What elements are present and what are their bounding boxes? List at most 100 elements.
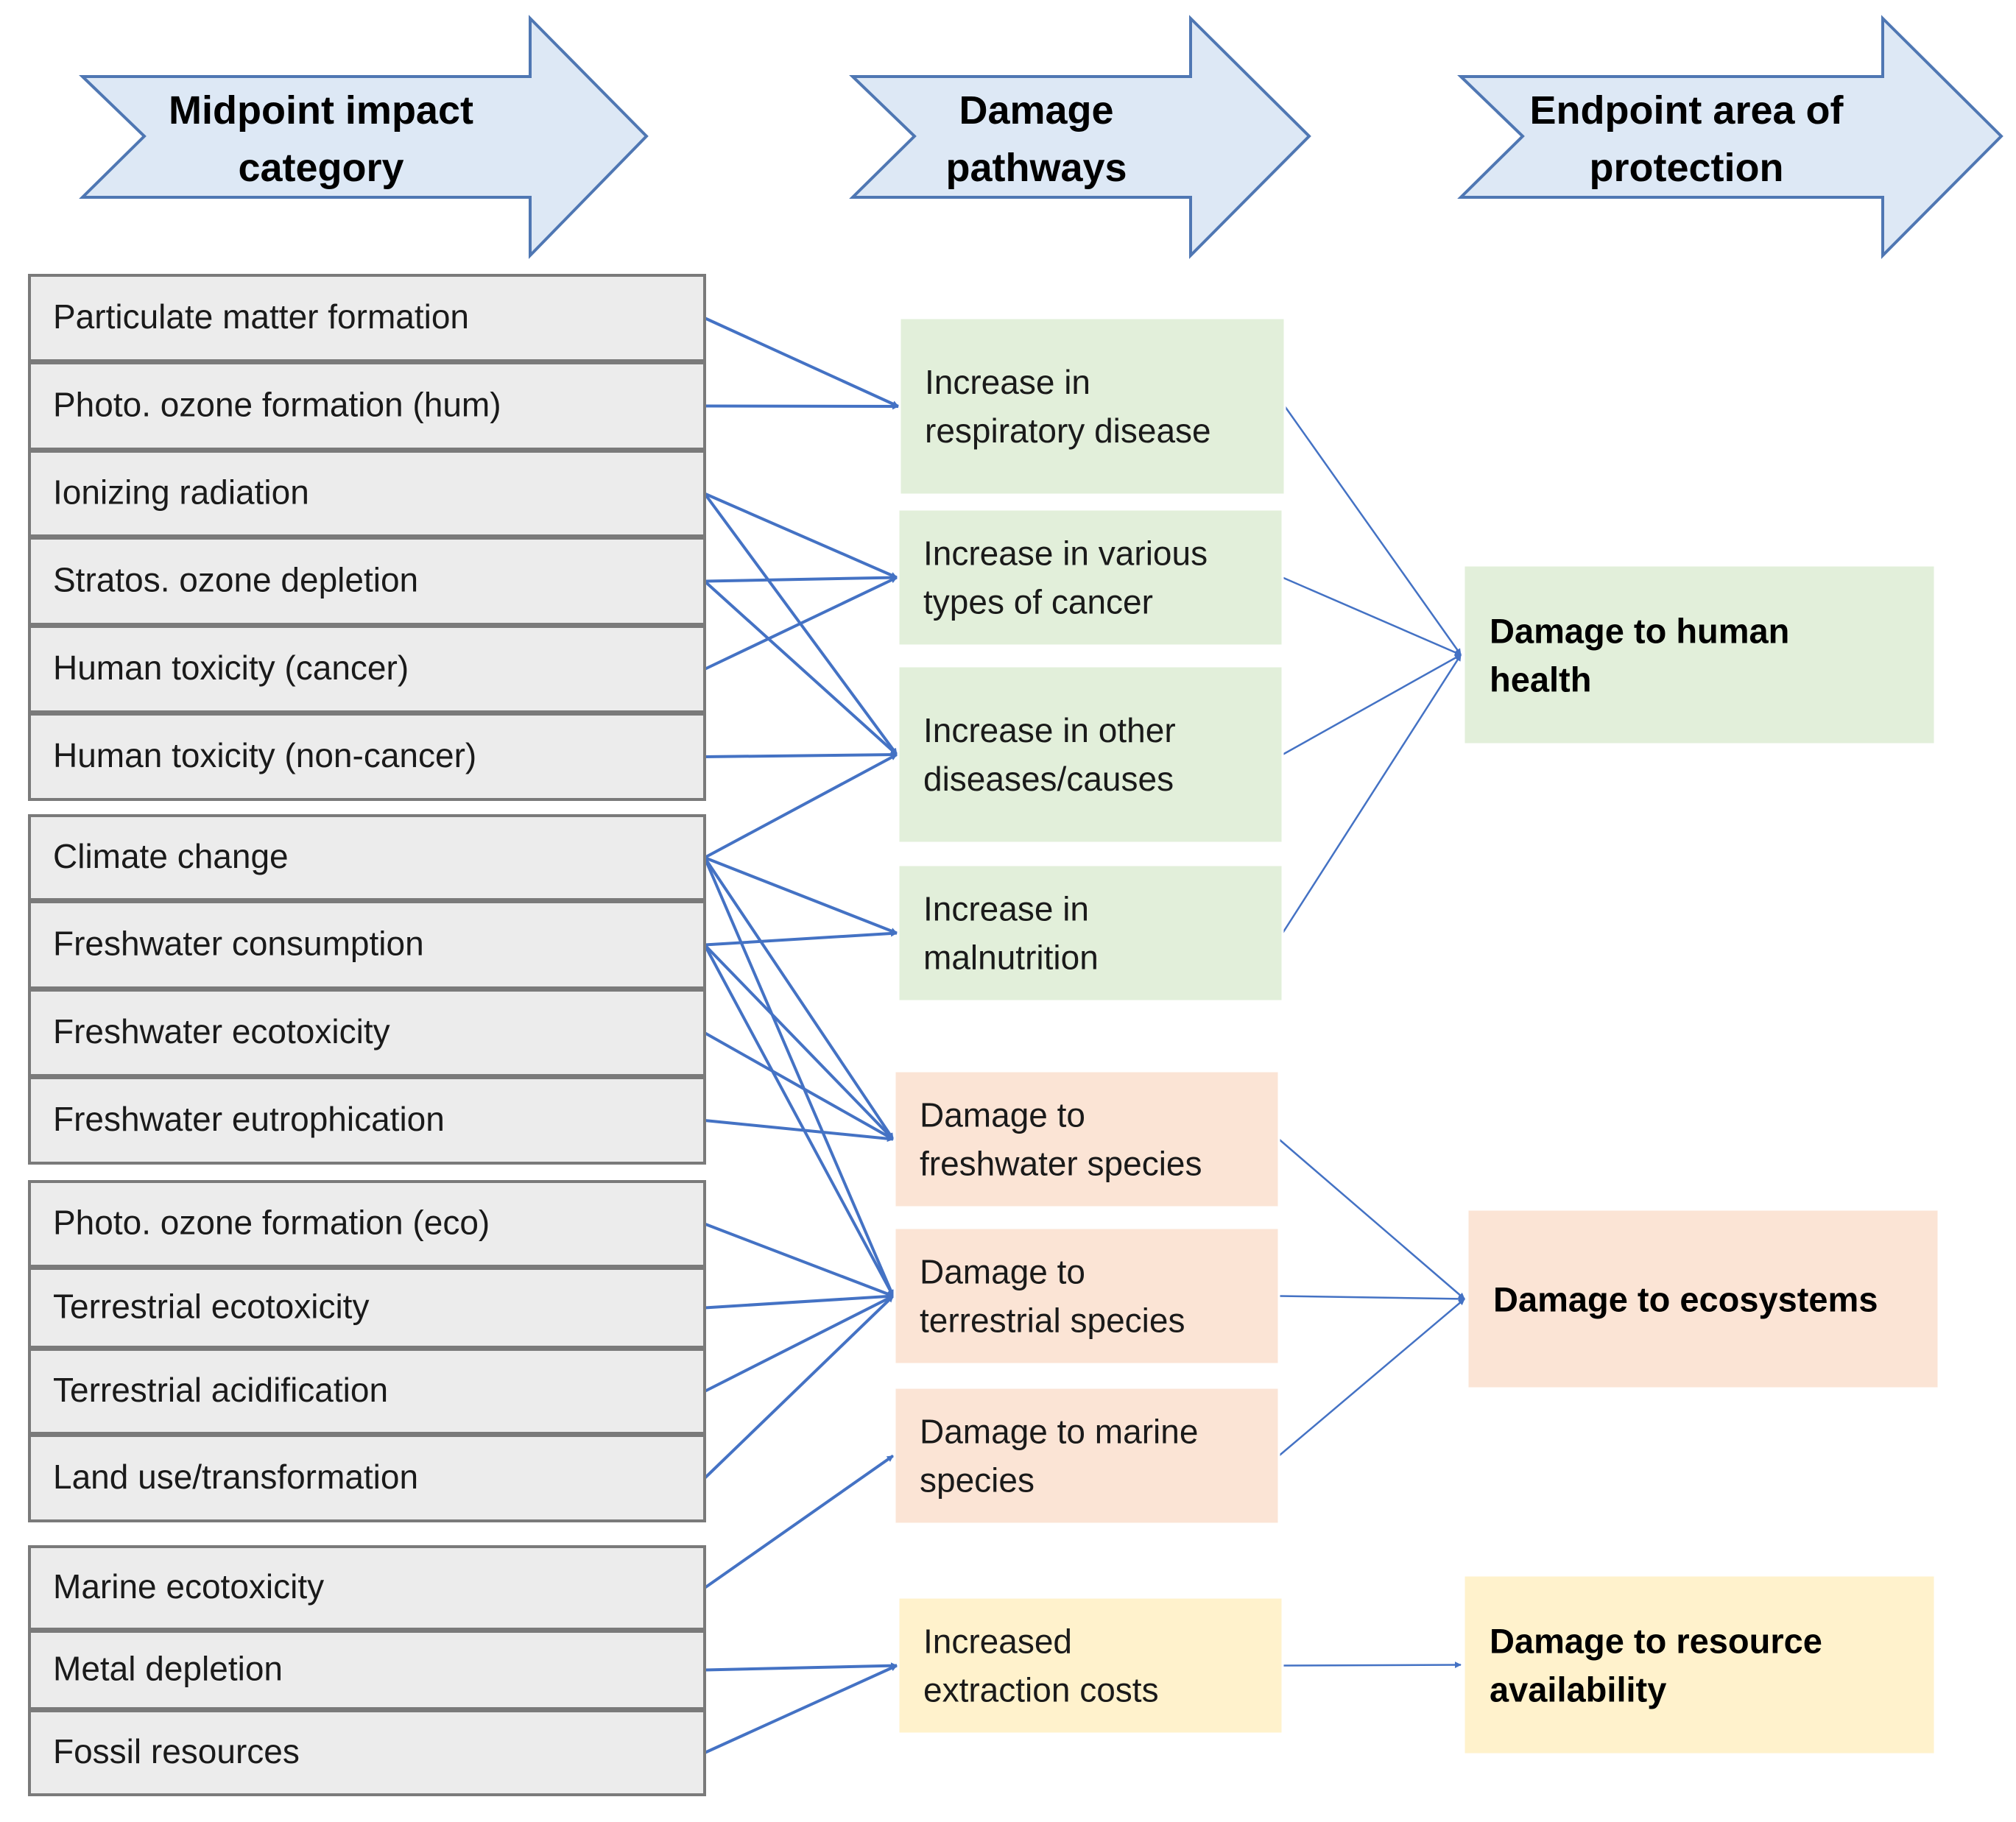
midpoint-box	[28, 1180, 706, 1268]
pathway-label: species	[920, 1461, 1035, 1500]
midpoint-label: Particulate matter formation	[53, 297, 469, 336]
link-photo-ozone-formation-eco-to-terrestrial	[704, 1222, 894, 1298]
pathway-label: Increased	[923, 1623, 1072, 1661]
link-human-toxicity-cancer-to-cancer	[704, 576, 898, 671]
header-label: pathways	[945, 146, 1127, 190]
midpoint-particulate-matter-formation: Particulate matter formation	[28, 274, 706, 362]
midpoint-box	[28, 1076, 706, 1165]
midpoint-box	[28, 1348, 706, 1435]
link-climate-change-to-terrestrial	[703, 857, 895, 1297]
link-cancer-to-human-health	[1282, 576, 1462, 656]
pathway-label: extraction costs	[923, 1671, 1159, 1709]
midpoint-marine-ecotoxicity: Marine ecotoxicity	[28, 1545, 706, 1631]
link-freshwater-consumption-to-malnutrition	[704, 930, 898, 947]
pathway-box	[898, 317, 1286, 496]
link-marine-ecotoxicity-to-marine	[703, 1454, 895, 1589]
pathway-label: Damage to	[920, 1253, 1085, 1291]
midpoint-freshwater-ecotoxicity: Freshwater ecotoxicity	[28, 989, 706, 1077]
pathway-extraction: Increased extraction costs	[897, 1596, 1284, 1735]
midpoint-box	[28, 1545, 706, 1631]
header-label: Endpoint area of	[1529, 88, 1844, 133]
link-freshwater-consumption-to-freshwater	[703, 944, 895, 1140]
link-human-toxicity-non-cancer-to-other	[704, 751, 898, 758]
pathway-malnutrition: Increase in malnutrition	[897, 864, 1284, 1003]
pathway-label: Damage to marine	[920, 1413, 1198, 1451]
pathway-box	[893, 1070, 1280, 1209]
midpoint-group-4: Marine ecotoxicity Metal depletionFossil…	[28, 1545, 706, 1796]
header-label: protection	[1590, 146, 1784, 190]
link-freshwater-ecotoxicity-to-freshwater	[704, 1031, 894, 1141]
midpoint-human-toxicity-cancer: Human toxicity (cancer)	[28, 625, 706, 713]
pathway-label: Increase in various	[923, 534, 1208, 573]
midpoint-label: Photo. ozone formation (hum)	[53, 386, 501, 424]
endpoint-box	[1462, 1574, 1936, 1756]
pathway-box	[897, 665, 1284, 844]
pathway-label: terrestrial species	[920, 1302, 1185, 1340]
midpoint-stratos-ozone-depletion: Stratos. ozone depletion	[28, 537, 706, 626]
pathway-marine: Damage to marine species	[893, 1386, 1280, 1525]
midpoint-box	[28, 274, 706, 362]
midpoint-label: Human toxicity (cancer)	[53, 649, 409, 687]
pathway-label: malnutrition	[923, 939, 1099, 977]
link-climate-change-to-freshwater	[703, 856, 895, 1140]
midpoint-label: Freshwater consumption	[53, 925, 424, 963]
midpoint-box	[28, 361, 706, 451]
link-terrestrial-to-ecosystems	[1278, 1295, 1465, 1302]
endpoint-label: health	[1490, 660, 1591, 699]
midpoint-label: Land use/transformation	[53, 1458, 418, 1496]
header-label: Damage	[959, 88, 1113, 133]
midpoint-photo-ozone-formation-eco: Photo. ozone formation (eco)	[28, 1180, 706, 1268]
header-label: Midpoint impact	[169, 88, 473, 133]
link-land-use-transformation-to-terrestrial	[703, 1295, 895, 1480]
midpoint-human-toxicity-non-cancer: Human toxicity (non-cancer)	[28, 713, 706, 801]
link-freshwater-consumption-to-terrestrial	[703, 944, 895, 1297]
midpoint-label: Freshwater eutrophication	[53, 1100, 445, 1138]
midpoint-fossil-resources: Fossil resources	[28, 1709, 706, 1796]
midpoint-terrestrial-acidification: Terrestrial acidification	[28, 1348, 706, 1435]
midpoint-label: Human toxicity (non-cancer)	[53, 736, 476, 774]
midpoint-box	[28, 814, 706, 901]
midpoint-box	[28, 1709, 706, 1796]
midpoint-label: Metal depletion	[53, 1650, 283, 1688]
pathway-label: Increase in other	[923, 711, 1176, 749]
link-fossil-resources-to-extraction	[704, 1664, 898, 1754]
header-arrows: Midpoint impact category Damage pathways End…	[79, 15, 2003, 259]
midpoint-label: Ionizing radiation	[53, 473, 309, 512]
midpoint-land-use-transformation: Land use/transformation	[28, 1434, 706, 1522]
link-freshwater-eutrophication-to-freshwater	[704, 1119, 894, 1143]
midpoint-climate-change: Climate change	[28, 814, 706, 901]
link-malnutrition-to-human-health	[1281, 654, 1462, 934]
midpoint-freshwater-consumption: Freshwater consumption	[28, 900, 706, 989]
pathway-label: Increase in	[923, 890, 1089, 928]
pathway-cancer: Increase in various types of cancer	[897, 508, 1284, 647]
midpoint-label: Terrestrial ecotoxicity	[53, 1288, 369, 1326]
midpoint-label: Marine ecotoxicity	[53, 1567, 324, 1606]
midpoint-freshwater-eutrophication: Freshwater eutrophication	[28, 1076, 706, 1165]
midpoint-label: Climate change	[53, 837, 289, 875]
link-other-to-human-health	[1282, 654, 1462, 756]
link-metal-depletion-to-extraction	[704, 1662, 898, 1672]
link-ionizing-radiation-to-cancer	[704, 492, 898, 579]
header-label: category	[238, 146, 403, 190]
pathway-box	[897, 1596, 1284, 1735]
pathway-label: types of cancer	[923, 583, 1153, 621]
midpoint-box	[28, 989, 706, 1077]
endpoint-box	[1466, 1208, 1940, 1390]
header-arrow-shape	[849, 15, 1311, 259]
header-arrow-3: Endpoint area of protection	[1457, 15, 2003, 259]
link-climate-change-to-other	[704, 753, 898, 859]
midpoint-photo-ozone-formation-hum: Photo. ozone formation (hum)	[28, 361, 706, 451]
midpoint-metal-depletion: Metal depletion	[28, 1630, 706, 1710]
midpoint-box	[28, 625, 706, 713]
header-arrow-shape	[1457, 15, 2003, 259]
endpoint-box	[1462, 564, 1936, 746]
endpoint-label: Damage to ecosystems	[1493, 1280, 1878, 1319]
midpoint-label: Fossil resources	[53, 1732, 300, 1770]
